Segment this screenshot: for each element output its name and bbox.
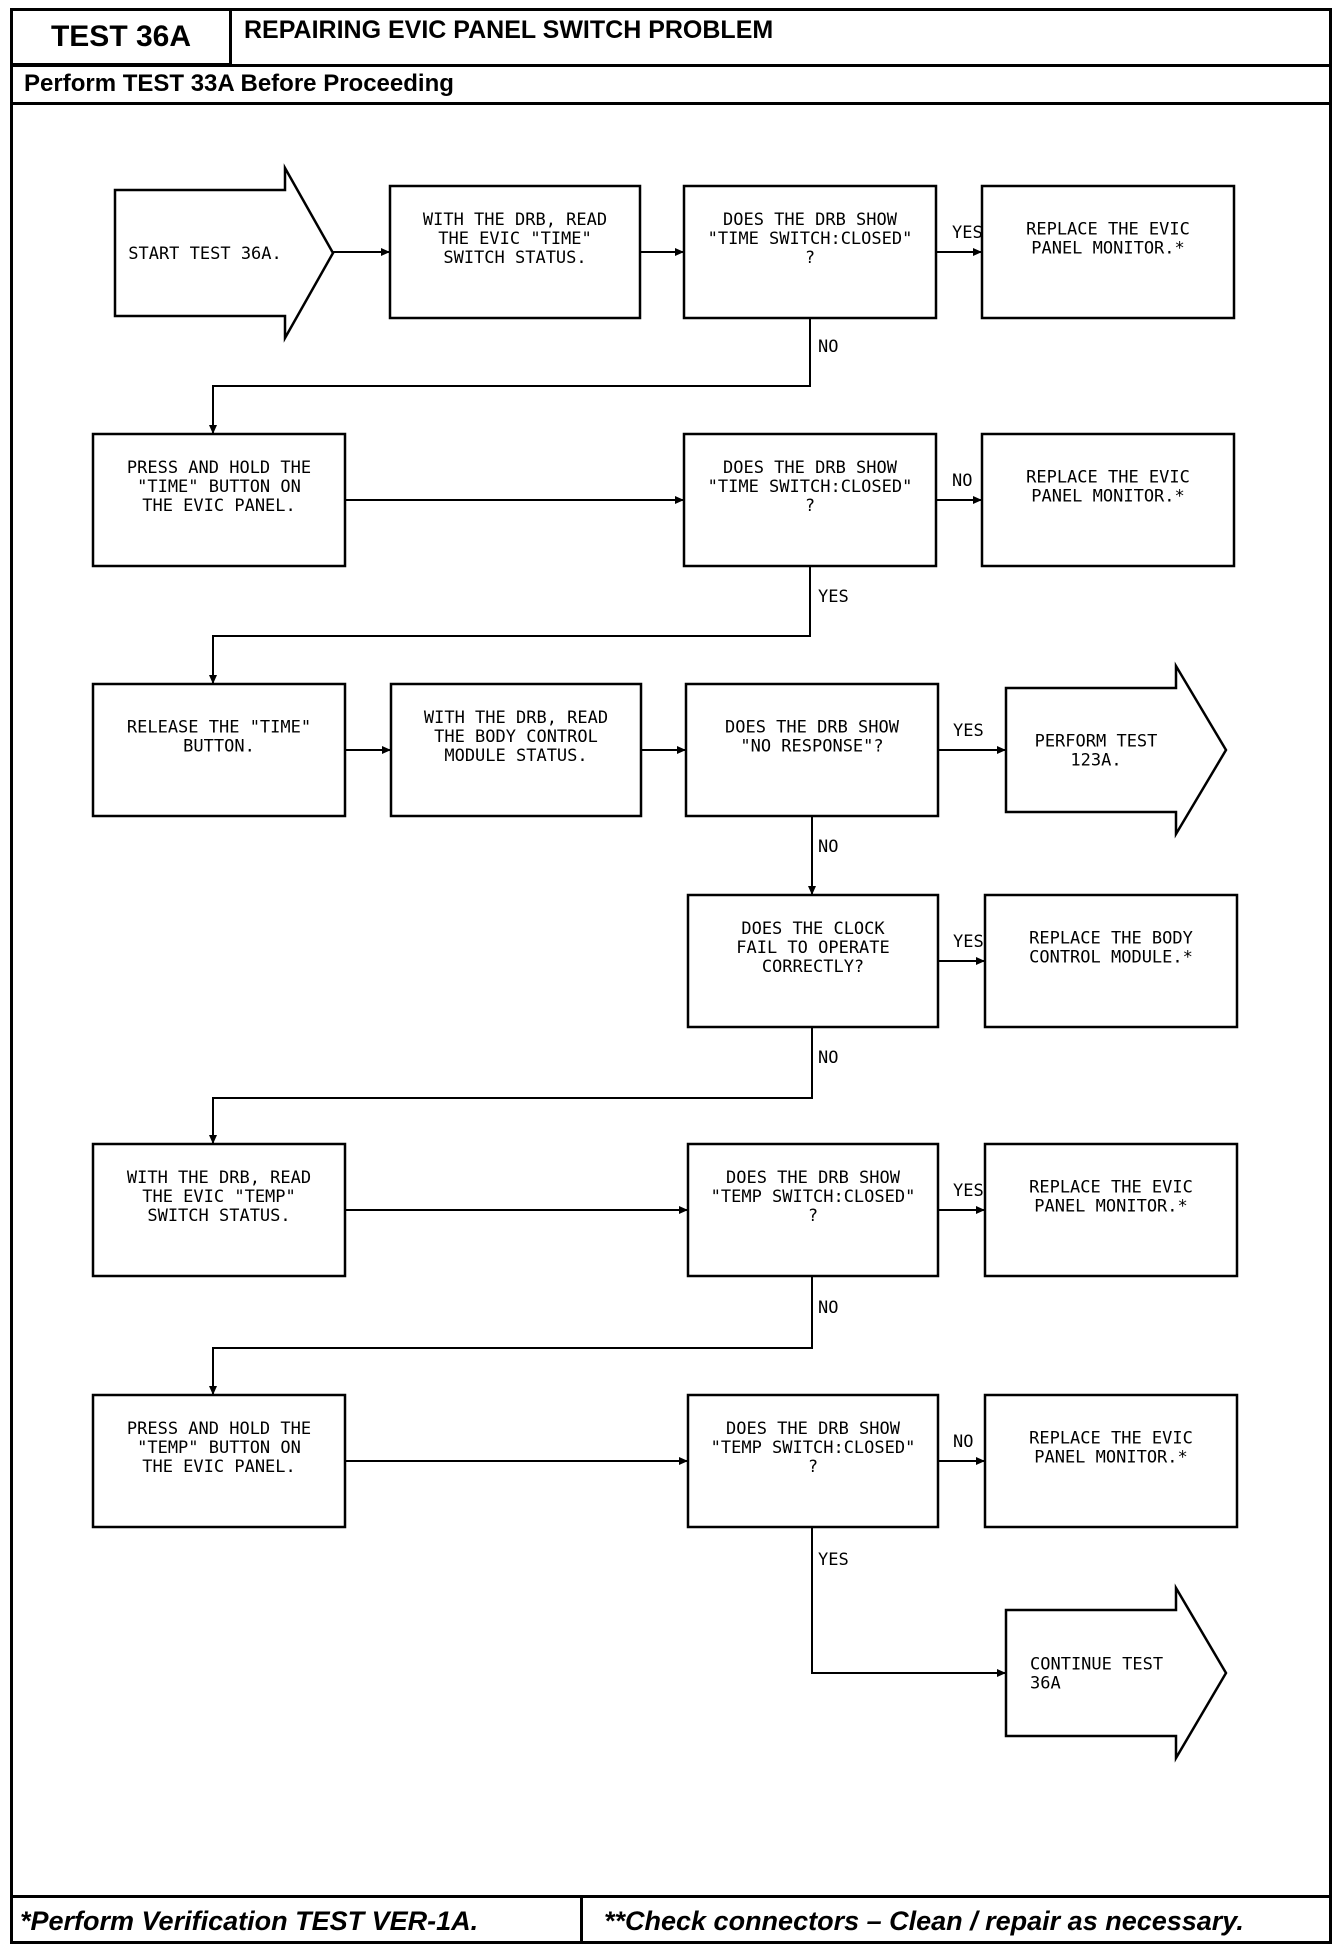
footer-separator <box>580 1895 583 1943</box>
node-text-line: PANEL MONITOR.* <box>1034 1197 1188 1217</box>
node-text-line: DOES THE CLOCK <box>741 919 885 939</box>
node-text-line: BUTTON. <box>183 737 255 757</box>
node-text-line: THE EVIC PANEL. <box>142 496 296 516</box>
page-title: REPAIRING EVIC PANEL SWITCH PROBLEM <box>244 16 774 44</box>
edge-label-yes: YES <box>952 223 983 243</box>
node-text-line: REPLACE THE EVIC <box>1029 1429 1193 1449</box>
node-text-line: THE EVIC "TEMP" <box>142 1187 296 1207</box>
edge-label-yes: YES <box>818 587 849 607</box>
footer-divider <box>10 1895 1332 1898</box>
edge-label-no: NO <box>952 471 972 491</box>
footer-note-left: *Perform Verification TEST VER-1A. <box>20 1906 479 1936</box>
node-text-line: ? <box>808 1457 818 1477</box>
node-text-line: REPLACE THE EVIC <box>1026 220 1190 240</box>
edge-label-no: NO <box>818 1048 838 1068</box>
node-text-line: PANEL MONITOR.* <box>1034 1448 1188 1468</box>
header-divider <box>10 64 1332 67</box>
node-text-line: DOES THE DRB SHOW <box>726 1168 901 1188</box>
subtitle-divider <box>10 102 1332 105</box>
node-q-no-response: DOES THE DRB SHOW"NO RESPONSE"? <box>684 682 940 818</box>
node-release-time: RELEASE THE "TIME"BUTTON. <box>91 682 347 818</box>
flow-connector <box>209 1276 813 1395</box>
node-text-line: DOES THE DRB SHOW <box>726 1419 901 1439</box>
edge-label-yes: YES <box>953 932 984 952</box>
page-subtitle: Perform TEST 33A Before Proceeding <box>24 70 454 97</box>
node-text-line: 36A <box>1030 1674 1061 1694</box>
node-text-line: DOES THE DRB SHOW <box>725 718 900 738</box>
node-text-line: "TIME SWITCH:CLOSED" <box>708 477 913 497</box>
node-text-line: START TEST 36A. <box>128 244 282 264</box>
node-text-line: RELEASE THE "TIME" <box>127 718 311 738</box>
node-text-line: CORRECTLY? <box>762 957 864 977</box>
node-text-line: DOES THE DRB SHOW <box>723 210 898 230</box>
node-text-line: REPLACE THE BODY <box>1029 929 1193 949</box>
node-q-time-closed-1: DOES THE DRB SHOW"TIME SWITCH:CLOSED"? <box>682 184 938 320</box>
node-text-line: WITH THE DRB, READ <box>423 210 607 230</box>
node-start: START TEST 36A. <box>113 163 335 343</box>
node-text-line: DOES THE DRB SHOW <box>723 458 898 478</box>
edge-label-yes: YES <box>953 1181 984 1201</box>
node-text-line: SWITCH STATUS. <box>147 1206 290 1226</box>
edge-label-no: NO <box>818 337 838 357</box>
edge-label-yes: YES <box>818 1550 849 1570</box>
node-q-time-closed-2: DOES THE DRB SHOW"TIME SWITCH:CLOSED"? <box>682 432 938 568</box>
node-text-line: "NO RESPONSE"? <box>740 737 883 757</box>
flow-connector <box>209 318 811 434</box>
node-text-line: THE EVIC PANEL. <box>142 1457 296 1477</box>
node-text-line: "TEMP SWITCH:CLOSED" <box>711 1187 916 1207</box>
node-text-line: PANEL MONITOR.* <box>1031 239 1185 259</box>
node-text-line: PRESS AND HOLD THE <box>127 1419 311 1439</box>
node-q-temp-closed-1: DOES THE DRB SHOW"TEMP SWITCH:CLOSED"? <box>686 1142 940 1278</box>
node-text-line: FAIL TO OPERATE <box>736 938 890 958</box>
node-text-line: REPLACE THE EVIC <box>1026 468 1190 488</box>
flow-connector <box>209 1027 813 1144</box>
flow-connector <box>811 1527 1006 1677</box>
node-text-line: "TIME SWITCH:CLOSED" <box>708 229 913 249</box>
node-text-line: ? <box>805 496 815 516</box>
page-frame <box>10 8 1332 1944</box>
node-text-line: CONTROL MODULE.* <box>1029 948 1193 968</box>
edge-label-no: NO <box>818 837 838 857</box>
edge-label-no: NO <box>953 1432 973 1452</box>
edge-label-yes: YES <box>953 721 984 741</box>
node-text-line: SWITCH STATUS. <box>443 248 586 268</box>
node-q-temp-closed-2: DOES THE DRB SHOW"TEMP SWITCH:CLOSED"? <box>686 1393 940 1529</box>
node-text-line: THE BODY CONTROL <box>434 727 598 747</box>
flow-connector <box>209 566 811 684</box>
node-text-line: 123A. <box>1070 751 1121 771</box>
node-text-line: ? <box>808 1206 818 1226</box>
footer-note-right: **Check connectors – Clean / repair as n… <box>604 1906 1244 1936</box>
node-text-line: REPLACE THE EVIC <box>1029 1178 1193 1198</box>
node-text-line: THE EVIC "TIME" <box>438 229 592 249</box>
node-text-line: MODULE STATUS. <box>444 746 587 766</box>
node-text-line: WITH THE DRB, READ <box>127 1168 311 1188</box>
edge-label-no: NO <box>818 1298 838 1318</box>
node-text-line: PRESS AND HOLD THE <box>127 458 311 478</box>
node-text-line: WITH THE DRB, READ <box>424 708 608 728</box>
node-text-line: PANEL MONITOR.* <box>1031 487 1185 507</box>
node-text-line: CONTINUE TEST <box>1030 1655 1163 1675</box>
node-text-line: "TEMP SWITCH:CLOSED" <box>711 1438 916 1458</box>
node-text-line: PERFORM TEST <box>1035 732 1158 752</box>
node-text-line: ? <box>805 248 815 268</box>
node-text-line: "TEMP" BUTTON ON <box>137 1438 301 1458</box>
node-text-line: "TIME" BUTTON ON <box>137 477 301 497</box>
